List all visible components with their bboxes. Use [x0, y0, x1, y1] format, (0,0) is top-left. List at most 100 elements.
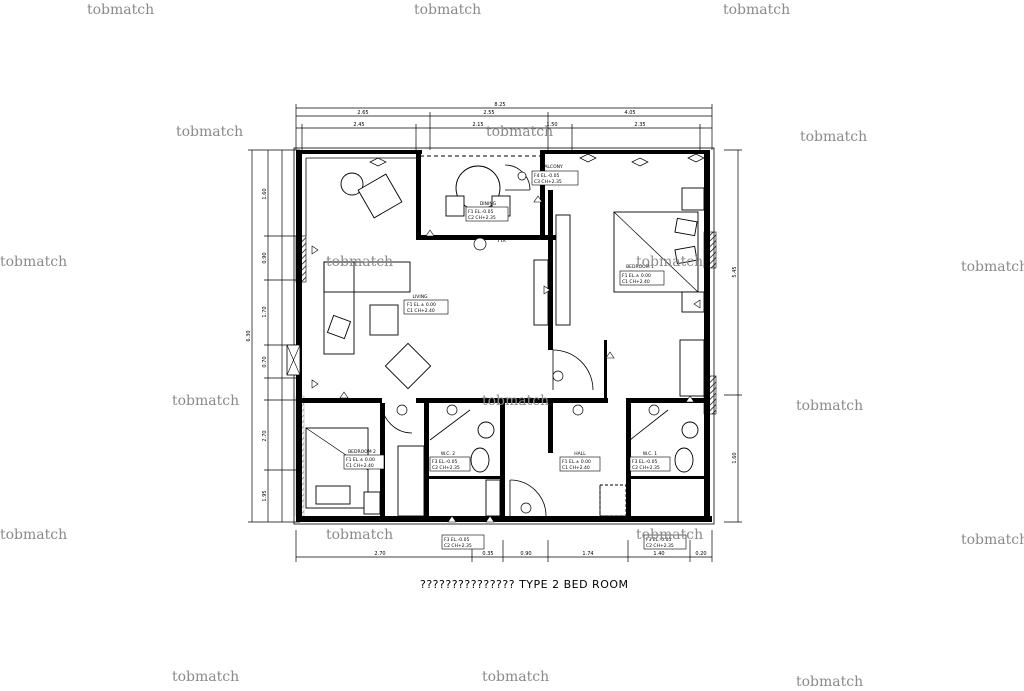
dining-chair-1	[445, 195, 465, 217]
toilet-wc1	[674, 447, 694, 473]
dim-top1-c: 4.05	[624, 110, 635, 116]
watermark: tobmatch	[326, 527, 394, 543]
room-tag-service: F3 EL.-0.05 C2 CH+2.35	[643, 534, 687, 550]
side-table	[340, 172, 364, 196]
watermark: tobmatch	[796, 674, 864, 690]
svg-text:DINING: DINING	[480, 201, 497, 207]
fixture-markers	[369, 153, 705, 514]
svg-text:F1 EL.-0.05: F1 EL.-0.05	[468, 209, 493, 215]
pillow-3	[315, 485, 351, 505]
section-markers	[311, 195, 701, 523]
basin-wc2	[477, 421, 495, 439]
dim-right-a: 5.45	[732, 266, 738, 277]
room-tag-hall: HALL F1 EL.± 0.00 C1 CH+2.40	[559, 451, 601, 472]
svg-text:F1 EL.± 0.00: F1 EL.± 0.00	[346, 457, 375, 463]
watermark: tobmatch	[326, 254, 394, 270]
svg-text:C2 CH+2.35: C2 CH+2.35	[444, 543, 472, 549]
svg-text:W.C. 1: W.C. 1	[643, 451, 657, 457]
svg-text:F3 EL.-0.05: F3 EL.-0.05	[632, 459, 657, 465]
dim-bottom-e: 1.40	[653, 551, 664, 557]
dim-bottom-d: 1.74	[582, 551, 593, 557]
dimension-labels: 8.25 2.65 2.55 4.05 2.45 2.15 1.50 2.35 …	[246, 102, 738, 557]
dim-top1-b: 2.55	[483, 110, 494, 116]
svg-text:BEDROOM 2: BEDROOM 2	[348, 449, 376, 455]
svg-text:F1 EL.± 0.00: F1 EL.± 0.00	[622, 273, 651, 279]
watermark: tobmatch	[0, 527, 68, 543]
nightstand-3	[363, 491, 381, 515]
svg-text:W.C. 2: W.C. 2	[441, 451, 455, 457]
dim-top2-d: 2.35	[634, 122, 645, 128]
dim-bottom-c: 0.90	[520, 551, 531, 557]
dim-top2-c: 1.50	[546, 122, 557, 128]
cabinet-1	[679, 339, 705, 397]
svg-text:HALL: HALL	[574, 451, 586, 457]
dimension-lines	[248, 104, 742, 562]
watermark: tobmatch	[636, 254, 704, 270]
dim-bottom-f: 0.20	[695, 551, 706, 557]
wardrobe-2	[397, 445, 425, 517]
watermark: tobmatch	[414, 2, 482, 18]
watermark: tobmatch	[796, 398, 864, 414]
watermark: tobmatch	[800, 129, 868, 145]
basin-wc1	[681, 421, 699, 439]
svg-text:C1 CH+2.40: C1 CH+2.40	[562, 465, 590, 471]
pillow-1	[674, 217, 698, 237]
wardrobe-1	[555, 214, 571, 326]
pillow-2	[674, 245, 698, 265]
coffee-table	[369, 304, 399, 336]
svg-text:BEDROOM 1: BEDROOM 1	[626, 264, 654, 270]
watermark: tobmatch	[723, 2, 791, 18]
watermark: tobmatch	[176, 124, 244, 140]
watermark: tobmatch	[172, 669, 240, 685]
svg-text:F1 EL.± 0.00: F1 EL.± 0.00	[562, 459, 591, 465]
watermark: tobmatch	[0, 254, 68, 270]
room-tag-balcony: BALCONY F4 EL.-0.05 C3 CH+2.35	[531, 164, 579, 186]
dim-right-b: 1.60	[732, 452, 738, 463]
dim-left-f: 1.95	[262, 490, 268, 501]
svg-text:C1 CH+2.40: C1 CH+2.40	[407, 308, 435, 314]
svg-text:F4 EL.-0.05: F4 EL.-0.05	[534, 173, 559, 179]
room-tag-wc-2: W.C. 2 F3 EL.-0.05 C2 CH+2.35	[429, 451, 471, 472]
sofa-back	[323, 261, 411, 293]
nightstand-1	[681, 187, 705, 211]
dim-left-d: 0.70	[262, 356, 268, 367]
windows	[286, 231, 717, 517]
nightstand-2	[681, 291, 705, 313]
svg-text:C1 CH+2.40: C1 CH+2.40	[622, 279, 650, 285]
svg-text:C1 CH+2.40: C1 CH+2.40	[346, 463, 374, 469]
dim-overall-top: 8.25	[494, 102, 505, 108]
plan-caption: ??????????????? TYPE 2 BED ROOM	[420, 578, 629, 591]
watermark: tobmatch	[482, 669, 550, 685]
dim-top2-a: 2.45	[353, 122, 364, 128]
svg-text:C2 CH+2.35: C2 CH+2.35	[646, 543, 674, 549]
dim-left-c: 1.70	[262, 306, 268, 317]
outer-walls	[296, 150, 712, 522]
svg-text:F3 EL.-0.05: F3 EL.-0.05	[432, 459, 457, 465]
watermark: tobmatch	[87, 2, 155, 18]
dim-bottom-a: 2.70	[374, 551, 385, 557]
fix-label: FIX	[498, 238, 506, 244]
room-tag-living: LIVING F1 EL.± 0.00 C1 CH+2.40	[403, 294, 449, 315]
watermark: tobmatch	[961, 532, 1024, 548]
svg-text:F1 EL.± 0.00: F1 EL.± 0.00	[407, 302, 436, 308]
service-shelf	[599, 484, 627, 517]
armchair	[357, 173, 403, 219]
svg-text:C2 CH+2.35: C2 CH+2.35	[432, 465, 460, 471]
toilet-wc2	[470, 447, 490, 473]
room-tag-bedroom-1: BEDROOM 1 F1 EL.± 0.00 C1 CH+2.40	[619, 264, 665, 286]
svg-text:F3 EL.-0.05: F3 EL.-0.05	[646, 537, 671, 543]
room-tag-bedroom-2: BEDROOM 2 F1 EL.± 0.00 C1 CH+2.40	[343, 449, 385, 470]
room-tag-wc-1: W.C. 1 F3 EL.-0.05 C2 CH+2.35	[629, 451, 671, 472]
svg-text:F3 EL.-0.05: F3 EL.-0.05	[444, 537, 469, 543]
room-tag-entry: F3 EL.-0.05 C2 CH+2.35	[441, 534, 485, 550]
svg-text:C2 CH+2.35: C2 CH+2.35	[632, 465, 660, 471]
svg-text:C2 CH+2.35: C2 CH+2.35	[468, 215, 496, 221]
dim-left-e: 2.70	[262, 430, 268, 441]
svg-text:LIVING: LIVING	[412, 294, 428, 300]
dim-left-overall: 6.30	[246, 330, 252, 341]
dim-top1-a: 2.65	[357, 110, 368, 116]
watermark: tobmatch	[172, 393, 240, 409]
rug	[384, 342, 432, 390]
cushion	[326, 314, 352, 340]
outer-frame	[293, 147, 715, 525]
